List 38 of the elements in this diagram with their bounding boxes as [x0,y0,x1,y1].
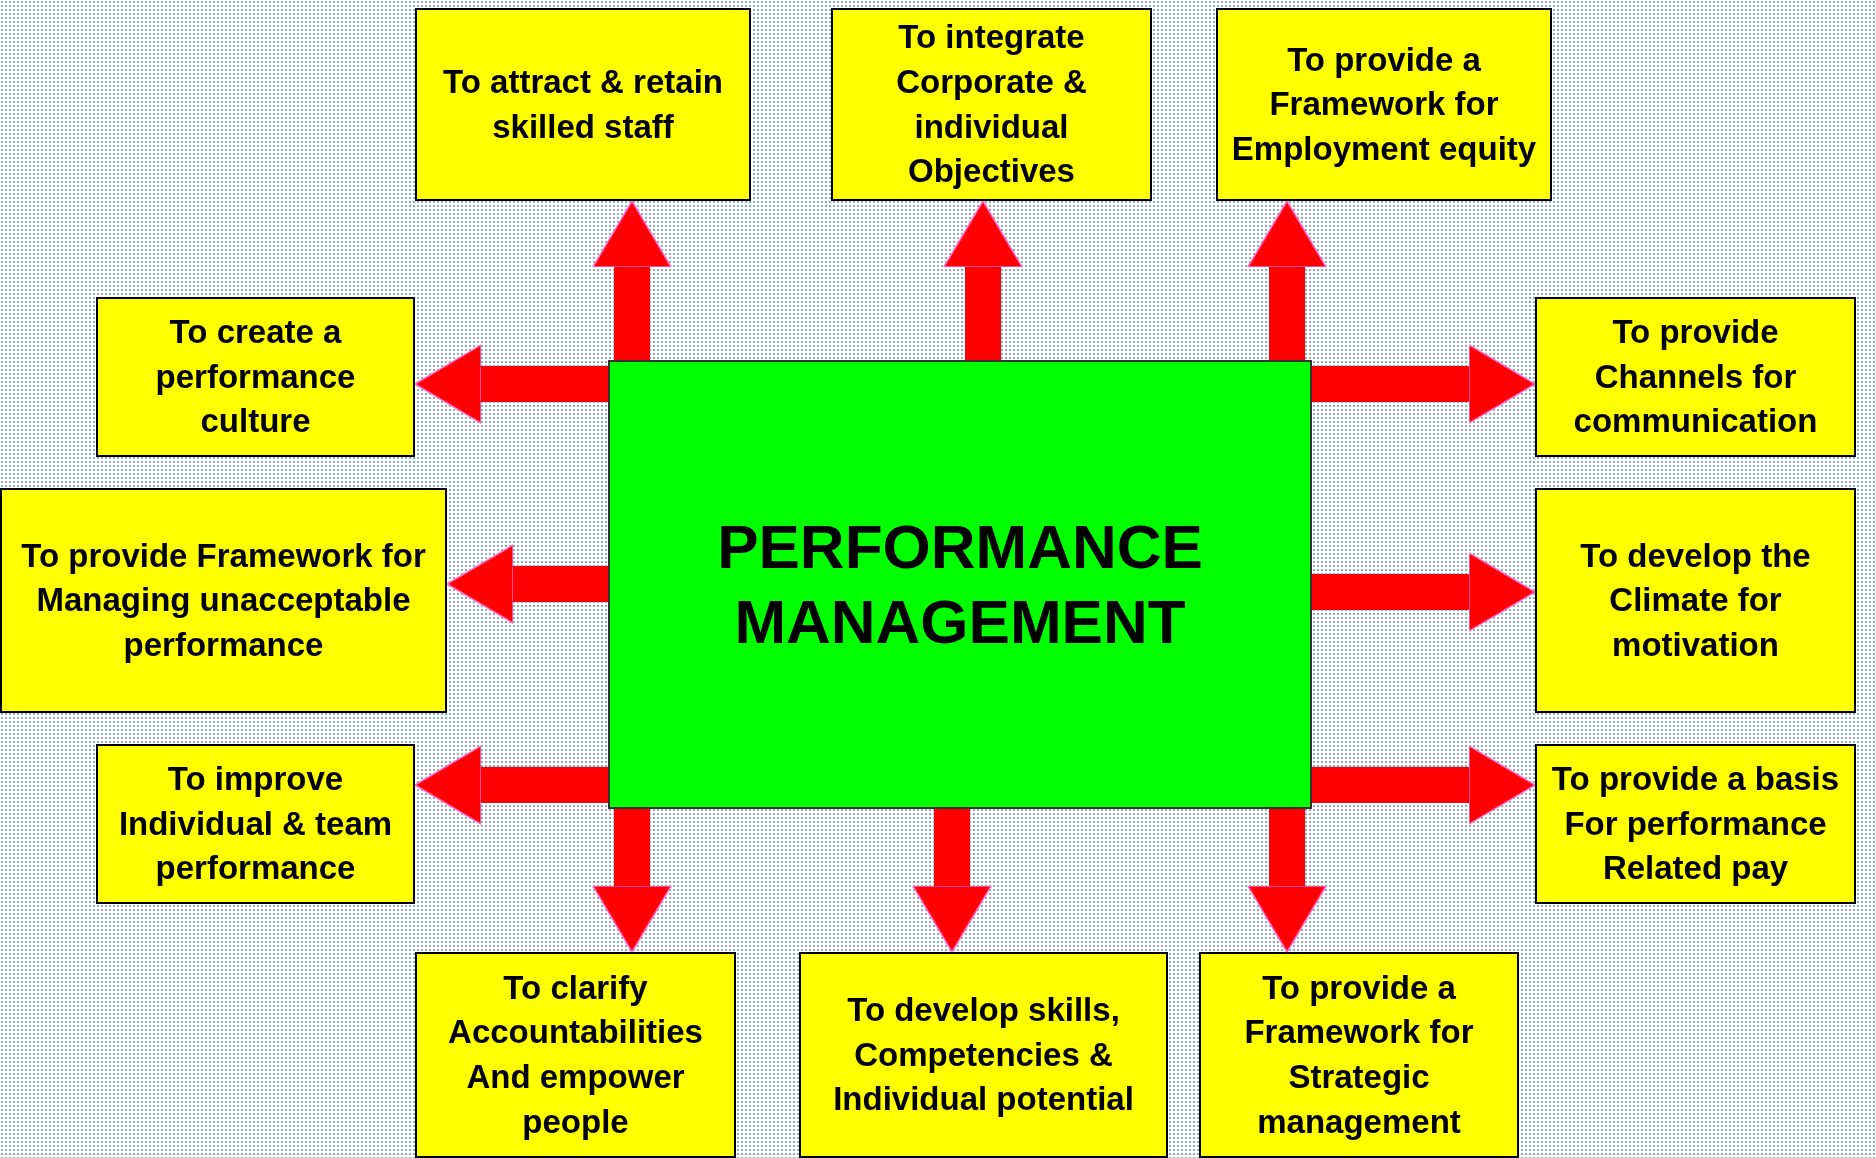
block-arrow [414,344,608,424]
goal-text: To create a performance culture [154,312,357,442]
goal-text: To develop the Climate for motivation [1579,535,1812,665]
goal-text: To improve Individual & team performance [117,759,394,889]
goal-box [96,297,415,457]
goal-box [415,952,736,1158]
goal-text: To develop skills, Competencies & Individual potential [832,990,1135,1120]
goal-text: To provide Framework for Managing unacceptable performance [20,535,427,665]
goal-box [1535,744,1856,904]
block-arrow [592,809,672,953]
block-arrow [943,200,1023,360]
block-arrow [912,809,992,953]
goal-text: To attract & retain skilled staff [442,61,724,147]
goal-text: To clarify Accountabilities And empower people [447,967,704,1142]
goal-box [1216,8,1552,201]
block-arrow [1247,809,1327,953]
goal-text: To provide a Framework for Employment equity [1230,39,1538,169]
block-arrow [1312,344,1536,424]
block-arrow [414,745,608,825]
goal-box [831,8,1152,201]
goal-text: To provide a Framework for Strategic management [1243,967,1475,1142]
goal-text: To integrate Corporate & individual Objectives [895,17,1088,192]
block-arrow [592,200,672,360]
goal-text: To provide Channels for communication [1572,312,1819,442]
goal-box [415,8,751,201]
central-box [608,360,1312,809]
goal-text: To provide a basis For performance Related pay [1550,759,1841,889]
goal-box [96,744,415,904]
block-arrow [1247,200,1327,360]
goal-box [1199,952,1519,1158]
block-arrow [1312,745,1536,825]
block-arrow [446,544,608,624]
goal-box [799,952,1168,1158]
goal-box [1535,488,1856,713]
goal-box [0,488,447,713]
central-title: PERFORMANCE MANAGEMENT [716,511,1204,658]
goal-box [1535,297,1856,457]
block-arrow [1312,552,1536,632]
